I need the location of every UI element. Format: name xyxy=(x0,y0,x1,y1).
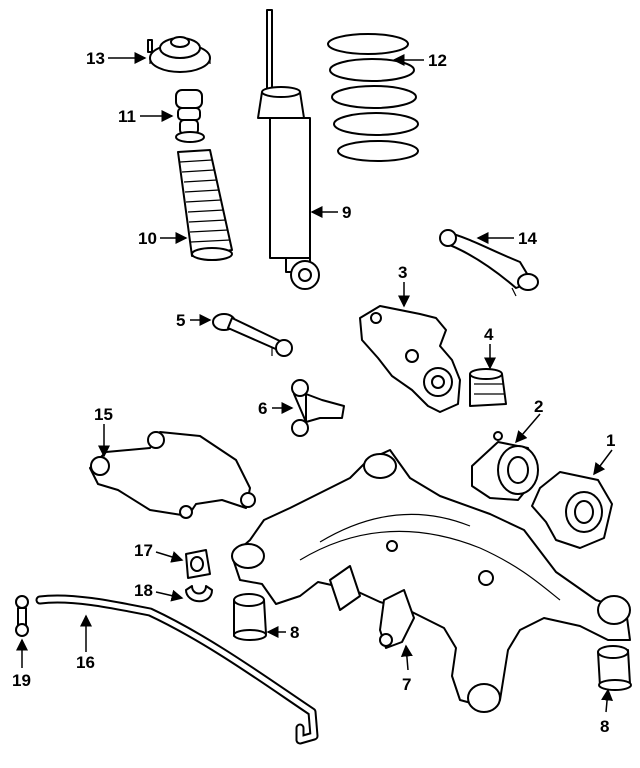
callout-17: 17 xyxy=(134,541,153,560)
wheel-bearing xyxy=(471,431,539,501)
callout-5: 5 xyxy=(176,311,185,330)
callout-8-right: 8 xyxy=(600,717,609,736)
subframe-bushing-right xyxy=(597,645,632,691)
lower-control-arm xyxy=(89,431,256,519)
callout-10: 10 xyxy=(138,229,157,248)
callout-15: 15 xyxy=(94,405,113,424)
wheel-knuckle xyxy=(359,305,461,413)
shock-absorber xyxy=(257,9,320,290)
callout-19: 19 xyxy=(12,671,31,690)
stabilizer-bushing xyxy=(185,549,211,579)
subframe-bracket xyxy=(329,565,415,649)
callout-8-left: 8 xyxy=(290,623,299,642)
callout-11: 11 xyxy=(118,107,136,126)
link-bracket xyxy=(291,379,345,437)
callout-16: 16 xyxy=(76,653,95,672)
callout-leaders xyxy=(16,52,614,713)
callout-2: 2 xyxy=(534,397,543,416)
callout-18: 18 xyxy=(134,581,153,600)
callout-9: 9 xyxy=(342,203,351,222)
subframe-bushing-left xyxy=(233,593,267,641)
callout-3: 3 xyxy=(398,263,407,282)
toe-link xyxy=(212,313,293,357)
stabilizer-link xyxy=(15,595,29,637)
knuckle-bushing xyxy=(469,368,507,407)
strut-mount xyxy=(147,36,211,73)
callout-7: 7 xyxy=(402,675,411,694)
callout-1: 1 xyxy=(606,431,615,450)
bump-stop xyxy=(175,89,205,143)
callout-6: 6 xyxy=(258,399,267,418)
upper-control-arm xyxy=(439,229,539,297)
callout-13: 13 xyxy=(86,49,105,68)
coil-spring xyxy=(327,33,419,162)
stabilizer-clamp xyxy=(185,585,213,603)
callout-14: 14 xyxy=(518,229,537,248)
callout-4: 4 xyxy=(484,325,494,344)
stabilizer-bar xyxy=(35,594,319,745)
callout-numbers: 13 11 10 9 12 14 5 3 4 6 15 2 1 17 18 16… xyxy=(12,49,615,736)
wheel-hub xyxy=(531,471,613,549)
callout-12: 12 xyxy=(428,51,447,70)
dust-boot xyxy=(177,149,233,261)
rear-subframe xyxy=(231,449,631,713)
